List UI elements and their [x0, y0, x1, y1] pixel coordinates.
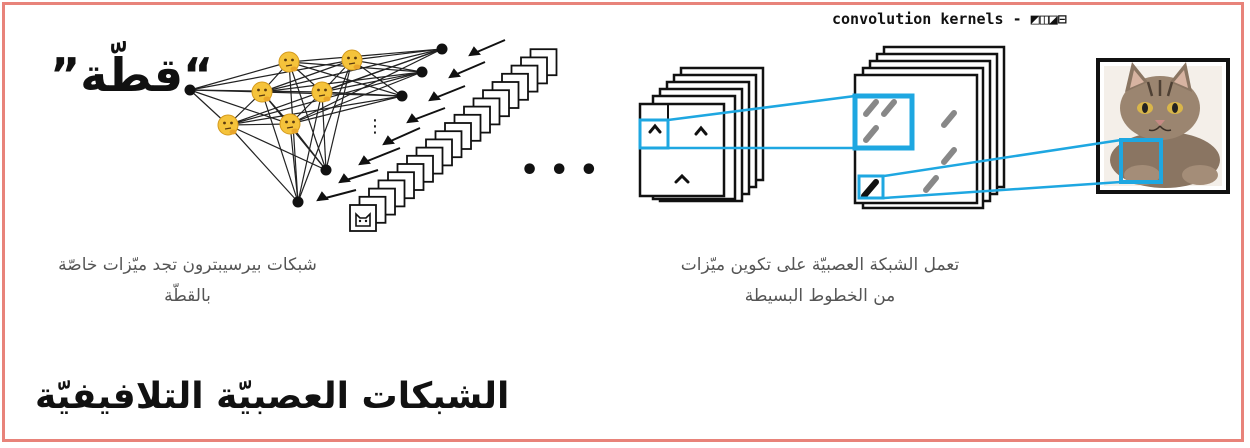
- pooled-feature-stack: [638, 66, 765, 203]
- neuron-node: [292, 196, 304, 208]
- network-edge: [227, 48, 443, 126]
- network-edge: [189, 89, 291, 125]
- network-edge: [289, 71, 423, 125]
- slide-frame: [2, 2, 1244, 442]
- neuron-node: [436, 43, 448, 55]
- network-edge: [289, 48, 443, 125]
- network-edge: [288, 48, 443, 63]
- network-edge: [289, 95, 403, 125]
- network-edge: [189, 59, 353, 91]
- neuron-node: [416, 66, 428, 78]
- network-edge: [297, 59, 353, 203]
- slide-title: الشبكات العصبيّة التلافيفيّة: [35, 376, 510, 417]
- flattened-vector: [349, 48, 558, 232]
- thinking-face-icon: [217, 114, 239, 136]
- ellipsis: • • •: [520, 153, 598, 188]
- convolution-kernels-label: convolution kernels - ◩◫◪⊟: [832, 10, 1067, 28]
- neuron-node: [184, 84, 196, 96]
- cat-face-icon: [355, 212, 371, 227]
- convolution-feature-stack: [852, 45, 1006, 210]
- vertical-dots: ⋮: [366, 116, 384, 137]
- network-edge: [321, 91, 327, 171]
- input-arrows: [316, 39, 506, 202]
- network-edge: [351, 59, 423, 73]
- network-edge: [297, 91, 323, 203]
- network-edge: [261, 59, 353, 93]
- network-edge: [351, 48, 443, 61]
- kernel-marks: [863, 99, 957, 193]
- network-edge: [227, 95, 403, 126]
- network-edge: [261, 71, 423, 93]
- network-edge: [289, 123, 299, 203]
- network-edge: [321, 91, 403, 97]
- thinking-face-icon: [279, 113, 301, 135]
- cat-photo: [1096, 58, 1230, 194]
- thinking-face-icon: [311, 81, 333, 103]
- neuron-node: [320, 164, 332, 176]
- network-edge: [189, 61, 290, 91]
- perceptron-caption: شبكات بيرسيبترون تجد ميّزات خاصّة بالقطّ…: [58, 255, 317, 306]
- receptive-field-lines: [883, 138, 1122, 200]
- thinking-face-icon: [251, 81, 273, 103]
- thinking-face-icon: [278, 51, 300, 73]
- feature-caption: تعمل الشبكة العصبيّة على تكوين ميّزات من…: [680, 255, 960, 306]
- network-edge: [321, 71, 423, 93]
- network-edge: [325, 59, 353, 171]
- stack-connection-lines: [667, 94, 856, 150]
- neuron-node: [396, 90, 408, 102]
- network-edge: [227, 124, 299, 203]
- thinking-face-icon: [341, 49, 363, 71]
- network-edge: [227, 124, 327, 171]
- network-nodes: [184, 43, 448, 208]
- network-edge: [261, 91, 299, 203]
